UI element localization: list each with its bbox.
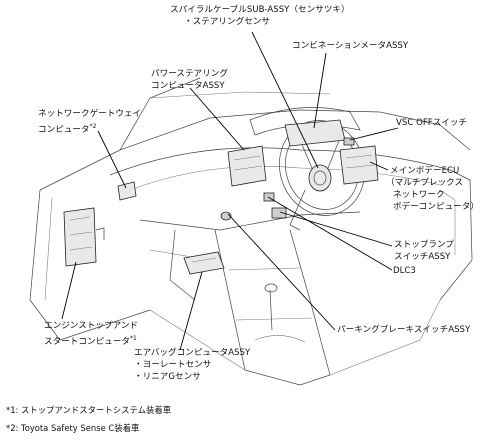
label-network-gateway-2: コンピュータ*2 xyxy=(38,121,96,136)
label-parking-brake-switch: パーキングブレーキスイッチASSY xyxy=(337,325,471,335)
label-combination-meter: コンビネーションメータASSY xyxy=(292,41,409,51)
label-engine-stop-start-mark: *1 xyxy=(129,335,137,342)
main-body-ecu-part xyxy=(339,145,379,185)
label-engine-stop-start-1: エンジンストップアンド xyxy=(44,321,139,331)
label-airbag-computer-1: エアバッグコンピュータASSY xyxy=(134,348,251,358)
dlc3-part xyxy=(263,192,275,202)
leader-lines xyxy=(61,31,399,351)
footnote-2: *2: Toyota Safety Sense C装着車 xyxy=(6,423,140,433)
network-gateway-part xyxy=(117,181,137,201)
power-steering-computer-part xyxy=(227,145,267,187)
label-network-gateway-mark: *2 xyxy=(89,123,97,130)
label-main-body-ecu-3: ネットワーク xyxy=(393,190,445,200)
label-airbag-computer-2: ・ヨーレートセンサ xyxy=(134,360,212,370)
label-spiral-cable: スパイラルケーブルSUB-ASSY（センサツキ） xyxy=(170,5,350,15)
label-engine-stop-start-2-text: スタートコンピュータ xyxy=(44,336,130,347)
cabin-outline xyxy=(29,77,473,386)
label-stop-lamp-2: スイッチASSY xyxy=(394,252,451,262)
label-airbag-computer-3: ・リニアGセンサ xyxy=(134,372,201,382)
label-main-body-ecu-4: ボデーコンピュータ） xyxy=(393,202,479,212)
engine-stop-start-computer-part xyxy=(63,207,105,267)
label-dlc3: DLC3 xyxy=(393,266,416,276)
vsc-off-switch-part xyxy=(343,137,355,146)
label-power-steering-2: コンピュータASSY xyxy=(151,81,225,91)
label-main-body-ecu-2: （マルチプレックス xyxy=(386,178,464,188)
airbag-computer-part xyxy=(183,251,225,275)
footnote-1: *1: ストップアンドスタートシステム装着車 xyxy=(6,405,172,415)
label-vsc-off-switch: VSC OFFスイッチ xyxy=(396,118,468,128)
label-main-body-ecu-1: メインボデーECU xyxy=(390,166,460,176)
stop-lamp-switch-part xyxy=(271,207,287,219)
label-engine-stop-start-2: スタートコンピュータ*1 xyxy=(44,333,137,348)
label-steering-sensor: ・ステアリングセンサ xyxy=(184,17,270,27)
label-stop-lamp-1: ストップランプ xyxy=(394,240,454,250)
label-power-steering-1: パワーステアリング xyxy=(151,69,228,79)
label-network-gateway-1: ネットワークゲートウェイ xyxy=(38,109,142,119)
label-network-gateway-2-text: コンピュータ xyxy=(38,124,90,135)
